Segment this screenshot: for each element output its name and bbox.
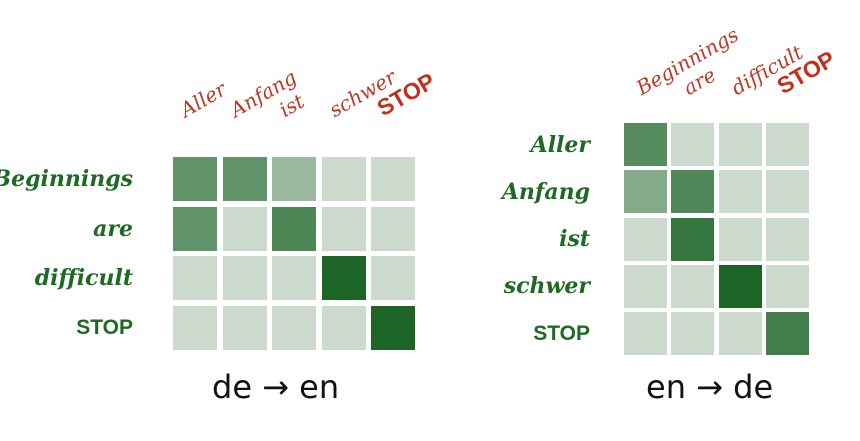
cell-aller-stop — [765, 123, 809, 166]
cell-ist-beginnings — [624, 217, 667, 261]
cell-are-schwer — [321, 206, 366, 251]
cell-stop-ist — [272, 305, 316, 350]
cell-stop-aller — [173, 305, 217, 350]
cell-aller-are — [671, 123, 715, 166]
cell-schwer-difficult — [718, 264, 762, 308]
cell-difficult-schwer — [321, 256, 366, 300]
cell-anfang-stop — [765, 170, 809, 214]
cell-ist-difficult — [718, 217, 762, 261]
cell-stop-are — [671, 312, 715, 356]
cell-stop-schwer — [321, 305, 366, 350]
cell-stop-stop — [371, 305, 415, 350]
cell-beginnings-aller — [173, 157, 217, 201]
cell-beginnings-anfang — [222, 157, 267, 201]
cell-difficult-anfang — [222, 256, 267, 300]
cell-schwer-are — [671, 264, 715, 308]
cell-aller-beginnings — [624, 123, 667, 166]
cell-difficult-ist — [272, 256, 316, 300]
row-label-stop: STOP — [76, 315, 133, 339]
matrix-caption: en → de — [646, 368, 774, 406]
row-label-are: are — [93, 215, 133, 242]
cell-anfang-beginnings — [624, 170, 667, 214]
cell-difficult-aller — [173, 256, 217, 300]
row-label-aller: Aller — [530, 131, 590, 158]
cell-ist-stop — [765, 217, 809, 261]
cell-are-anfang — [222, 206, 267, 251]
row-label-stop: STOP — [533, 321, 590, 345]
cell-schwer-beginnings — [624, 264, 667, 308]
cell-stop-stop — [765, 312, 809, 356]
cell-anfang-difficult — [718, 170, 762, 214]
cell-aller-difficult — [718, 123, 762, 166]
cell-beginnings-schwer — [321, 157, 366, 201]
row-label-difficult: difficult — [34, 265, 133, 291]
cell-are-ist — [272, 206, 316, 251]
matrix-caption: de → en — [212, 368, 340, 406]
cell-stop-beginnings — [624, 312, 667, 356]
cell-difficult-stop — [371, 256, 415, 300]
cell-beginnings-stop — [371, 157, 415, 201]
cell-anfang-are — [671, 170, 715, 214]
cell-schwer-stop — [765, 264, 809, 308]
row-label-beginnings: Beginnings — [0, 166, 133, 192]
cell-stop-difficult — [718, 312, 762, 356]
cell-are-aller — [173, 206, 217, 251]
row-label-schwer: schwer — [503, 273, 590, 300]
row-label-anfang: Anfang — [501, 178, 590, 205]
row-label-ist: ist — [559, 226, 590, 253]
cell-beginnings-ist — [272, 157, 316, 201]
cell-are-stop — [371, 206, 415, 251]
cell-stop-anfang — [222, 305, 267, 350]
cell-ist-are — [671, 217, 715, 261]
col-label-aller: Aller — [176, 76, 231, 122]
